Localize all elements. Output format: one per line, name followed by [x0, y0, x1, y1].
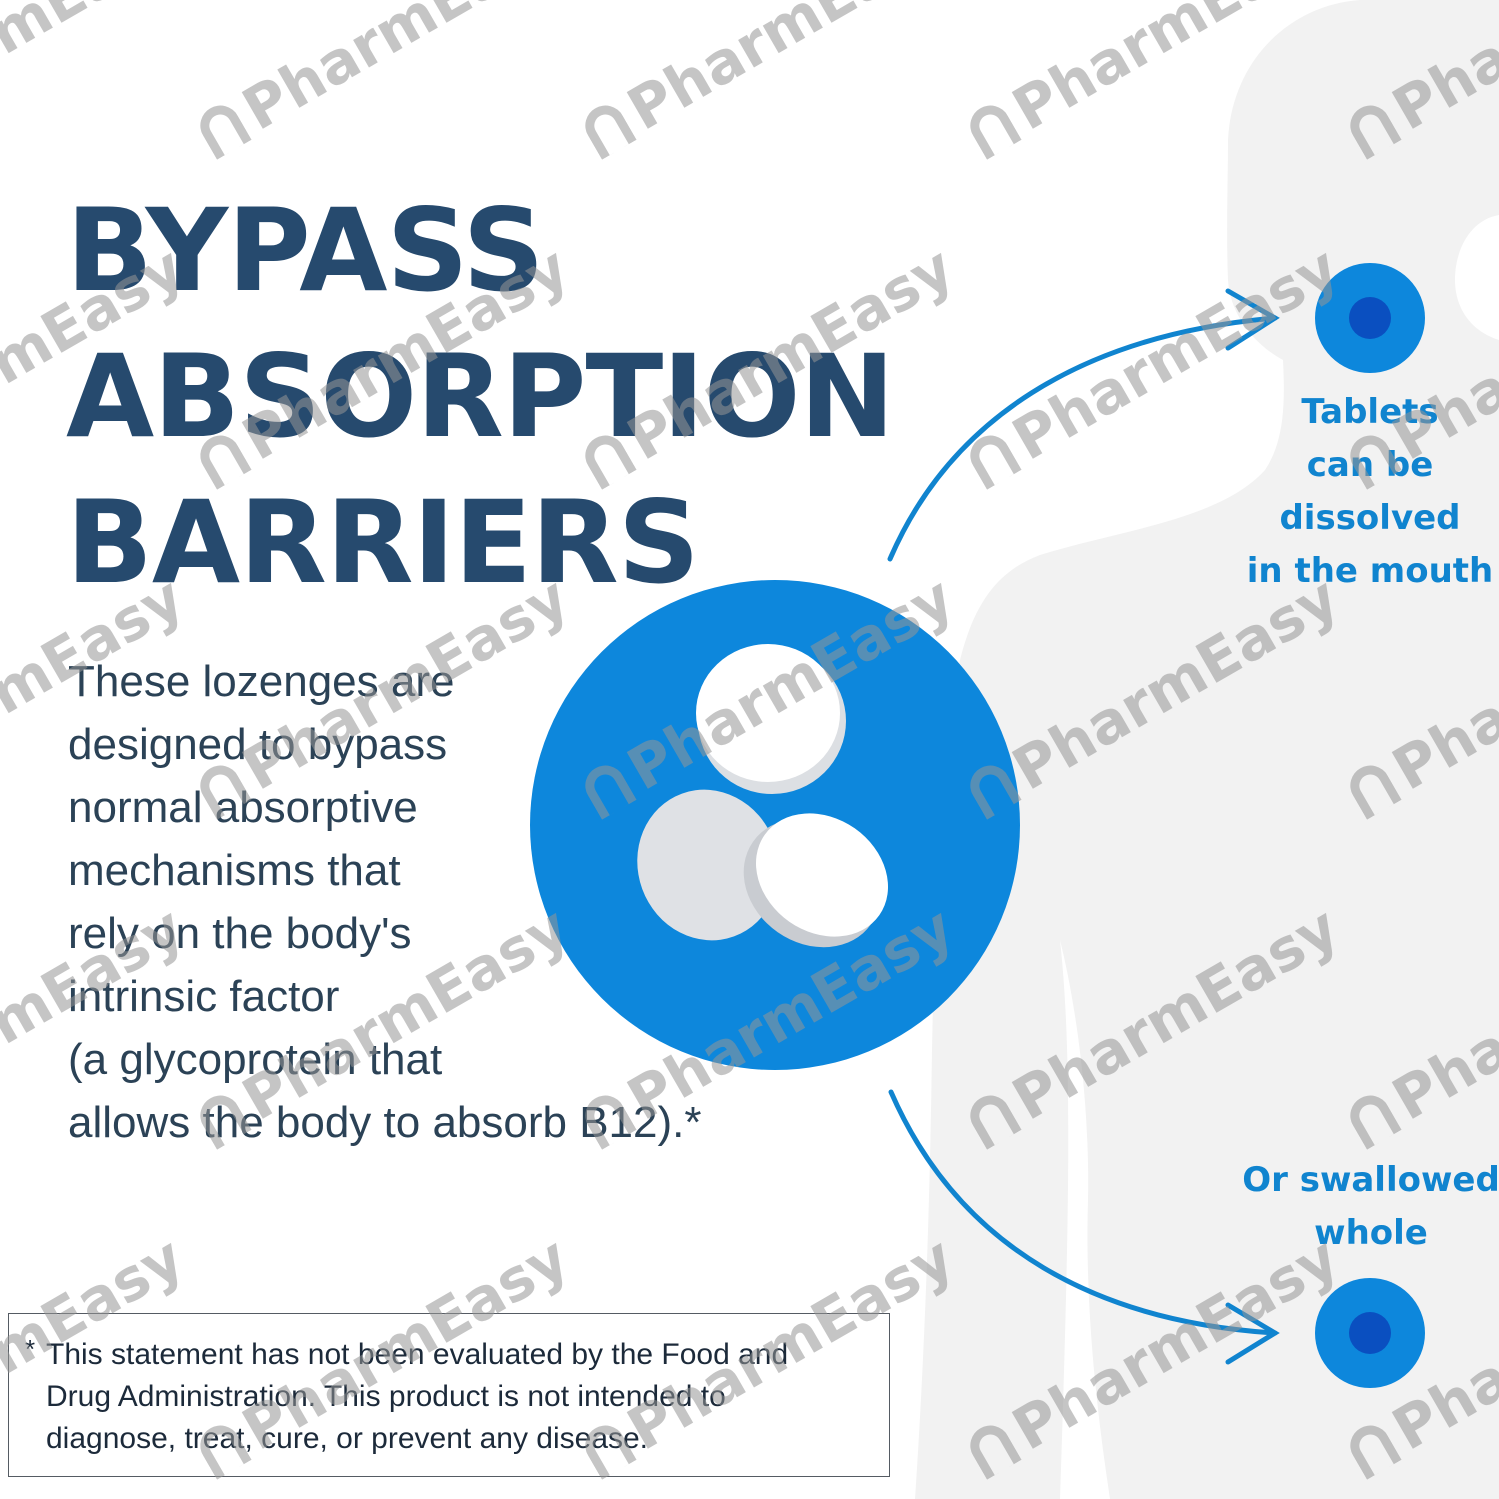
label-line: whole	[1314, 1213, 1428, 1253]
title-line: ABSORPTION	[66, 330, 895, 463]
mouth-target-dot-icon	[1315, 263, 1425, 373]
disclaimer-line: This statement has not been evaluated by…	[46, 1338, 789, 1371]
label-line: Or swallowed	[1242, 1160, 1499, 1200]
description-line: designed to bypass	[68, 720, 448, 769]
dissolve-in-mouth-label: Tablets can be dissolved in the mouth	[1240, 386, 1499, 598]
stomach-target-dot-icon	[1315, 1278, 1425, 1388]
description-text: These lozenges are designed to bypass no…	[68, 650, 702, 1154]
description-line: These lozenges are	[68, 657, 455, 706]
description-line: intrinsic factor	[68, 972, 340, 1021]
description-line: normal absorptive	[68, 783, 418, 832]
arrow-to-mouth-icon	[887, 288, 1280, 562]
description-line: mechanisms that	[68, 846, 401, 895]
swallowed-whole-label: Or swallowed whole	[1236, 1154, 1499, 1260]
label-line: in the mouth	[1246, 551, 1494, 591]
disclaimer-line: Drug Administration. This product is not…	[46, 1380, 726, 1413]
label-line: dissolved	[1279, 498, 1461, 538]
title-line: BYPASS	[66, 184, 545, 317]
disclaimer-asterisk: *	[25, 1334, 36, 1364]
description-line: allows the body to absorb B12).*	[68, 1098, 702, 1147]
arrow-to-stomach-icon	[888, 1089, 1280, 1365]
description-line: (a glycoprotein that	[68, 1035, 443, 1084]
tablets-icon	[637, 644, 889, 948]
page-title: BYPASS ABSORPTION BARRIERS	[66, 178, 895, 616]
title-line: BARRIERS	[66, 476, 700, 609]
human-silhouette-icon	[915, 0, 1499, 1499]
fda-disclaimer-box: * This statement has not been evaluated …	[8, 1313, 890, 1477]
disclaimer-text: This statement has not been evaluated by…	[46, 1334, 788, 1460]
disclaimer-line: diagnose, treat, cure, or prevent any di…	[46, 1422, 649, 1455]
label-line: Tablets	[1301, 392, 1439, 432]
description-line: rely on the body's	[68, 909, 412, 958]
label-line: can be	[1306, 445, 1434, 485]
